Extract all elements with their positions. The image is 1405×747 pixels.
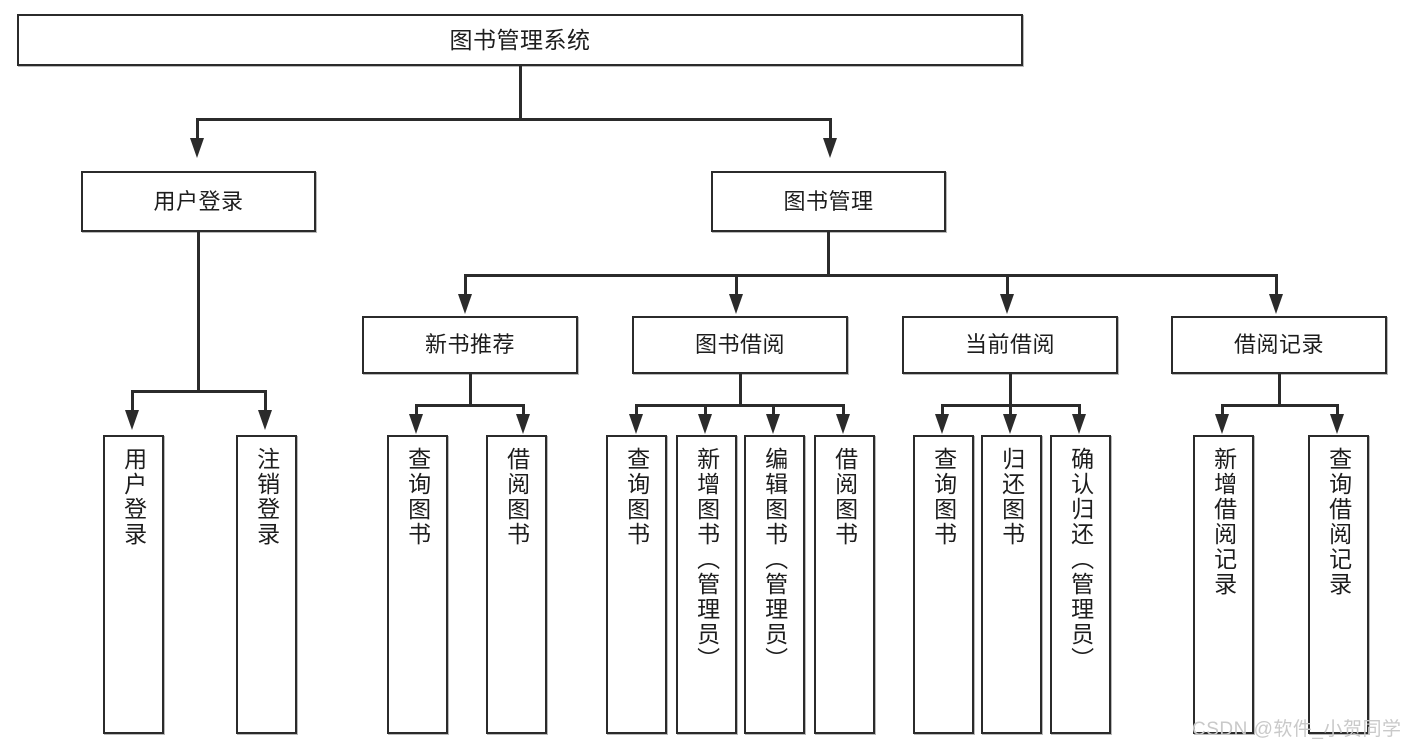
- edge-user-login-bus: [131, 390, 267, 393]
- leaf-node-add-borrow-record[interactable]: 新增借阅记录: [1193, 435, 1254, 734]
- leaf-node-query-book-recommend[interactable]: 查询图书: [387, 435, 448, 734]
- edge-book-manage-drop-4: [1275, 274, 1278, 296]
- node-new-book-recommend[interactable]: 新书推荐: [362, 316, 578, 374]
- leaf-node-query-book[interactable]: 查询图书: [606, 435, 667, 734]
- node-borrow-record[interactable]: 借阅记录: [1171, 316, 1387, 374]
- leaf-node-edit-book[interactable]: 编辑图书（管理员）: [744, 435, 805, 734]
- edge-root-stem: [519, 66, 522, 120]
- leaf-node-query-borrow-record[interactable]: 查询借阅记录: [1308, 435, 1369, 734]
- node-label: 查询图书: [930, 447, 957, 547]
- leaf-node-logout[interactable]: 注销登录: [236, 435, 297, 734]
- node-label: 图书管理: [783, 188, 874, 214]
- edge-book-manage-drop-3: [1006, 274, 1009, 296]
- leaf-node-borrow-book[interactable]: 借阅图书: [814, 435, 875, 734]
- edge-book-manage-drop-1: [464, 274, 467, 296]
- edge-nbr-drop-2: [522, 404, 525, 418]
- node-label: 归还图书: [998, 447, 1025, 547]
- node-label: 查询图书: [404, 447, 431, 547]
- edge-bb-drop-2: [704, 404, 707, 418]
- edge-user-login-stem: [197, 232, 200, 392]
- edge-cb-drop-1: [941, 404, 944, 418]
- leaf-node-borrow-book-recommend[interactable]: 借阅图书: [486, 435, 547, 734]
- edge-book-manage-bus: [464, 274, 1278, 277]
- edge-bb-drop-4: [842, 404, 845, 418]
- node-book-borrow[interactable]: 图书借阅: [632, 316, 848, 374]
- edge-borrow-record-bus: [1221, 404, 1339, 407]
- arrow-to-current-borrow: [1000, 294, 1014, 314]
- arrow-to-book-borrow: [729, 294, 743, 314]
- edge-root-to-user-login: [196, 118, 199, 140]
- node-label: 借阅记录: [1233, 332, 1324, 358]
- node-label: 新书推荐: [424, 332, 515, 358]
- arrow-leaf-cb-3: [1072, 414, 1086, 434]
- edge-current-borrow-stem: [1009, 374, 1012, 406]
- node-label: 用户登录: [153, 188, 244, 214]
- edge-user-login-drop-1: [131, 390, 134, 412]
- edge-new-book-recommend-bus: [415, 404, 525, 407]
- node-label: 借阅图书: [503, 447, 530, 547]
- arrow-leaf-nbr-2: [516, 414, 530, 434]
- node-current-borrow[interactable]: 当前借阅: [902, 316, 1118, 374]
- node-user-login[interactable]: 用户登录: [81, 171, 316, 232]
- leaf-node-return-book[interactable]: 归还图书: [981, 435, 1042, 734]
- edge-book-borrow-stem: [739, 374, 742, 406]
- arrow-leaf-bb-3: [766, 414, 780, 434]
- arrow-to-book-manage: [823, 138, 837, 158]
- edge-nbr-drop-1: [415, 404, 418, 418]
- edge-book-manage-stem: [827, 232, 830, 276]
- arrow-leaf-user-login-2: [258, 410, 272, 430]
- arrow-leaf-nbr-1: [409, 414, 423, 434]
- edge-bb-drop-1: [635, 404, 638, 418]
- node-label: 新增借阅记录: [1210, 447, 1237, 597]
- node-label: 确认归还（管理员）: [1067, 447, 1094, 672]
- node-root-system[interactable]: 图书管理系统: [17, 14, 1023, 66]
- node-label: 查询图书: [623, 447, 650, 547]
- edge-new-book-recommend-stem: [469, 374, 472, 406]
- arrow-to-user-login: [190, 138, 204, 158]
- node-book-manage[interactable]: 图书管理: [711, 171, 946, 232]
- edge-cb-drop-2: [1009, 404, 1012, 418]
- arrow-leaf-br-1: [1215, 414, 1229, 434]
- node-label: 图书管理系统: [449, 26, 591, 53]
- node-label: 借阅图书: [831, 447, 858, 547]
- node-label: 用户登录: [120, 447, 147, 547]
- node-label: 编辑图书（管理员）: [761, 447, 788, 672]
- arrow-leaf-bb-1: [629, 414, 643, 434]
- node-label: 查询借阅记录: [1325, 447, 1352, 597]
- leaf-node-user-login[interactable]: 用户登录: [103, 435, 164, 734]
- arrow-leaf-bb-4: [836, 414, 850, 434]
- arrow-leaf-br-2: [1330, 414, 1344, 434]
- leaf-node-confirm-return[interactable]: 确认归还（管理员）: [1050, 435, 1111, 734]
- node-label: 新增图书（管理员）: [693, 447, 720, 672]
- arrow-leaf-cb-2: [1003, 414, 1017, 434]
- edge-br-drop-2: [1336, 404, 1339, 418]
- leaf-node-add-book[interactable]: 新增图书（管理员）: [676, 435, 737, 734]
- arrow-leaf-bb-2: [698, 414, 712, 434]
- leaf-node-query-book-current[interactable]: 查询图书: [913, 435, 974, 734]
- arrow-to-borrow-record: [1269, 294, 1283, 314]
- arrow-leaf-user-login-1: [125, 410, 139, 430]
- edge-user-login-drop-2: [264, 390, 267, 412]
- edge-root-bus: [196, 118, 832, 121]
- node-label: 注销登录: [253, 447, 280, 547]
- edge-book-borrow-bus: [635, 404, 845, 407]
- edge-br-drop-1: [1221, 404, 1224, 418]
- arrow-to-new-book-recommend: [458, 294, 472, 314]
- edge-cb-drop-3: [1078, 404, 1081, 418]
- node-label: 当前借阅: [964, 332, 1055, 358]
- node-label: 图书借阅: [694, 332, 785, 358]
- edge-bb-drop-3: [772, 404, 775, 418]
- edge-root-to-book-manage: [829, 118, 832, 140]
- edge-borrow-record-stem: [1278, 374, 1281, 406]
- edge-book-manage-drop-2: [735, 274, 738, 296]
- arrow-leaf-cb-1: [935, 414, 949, 434]
